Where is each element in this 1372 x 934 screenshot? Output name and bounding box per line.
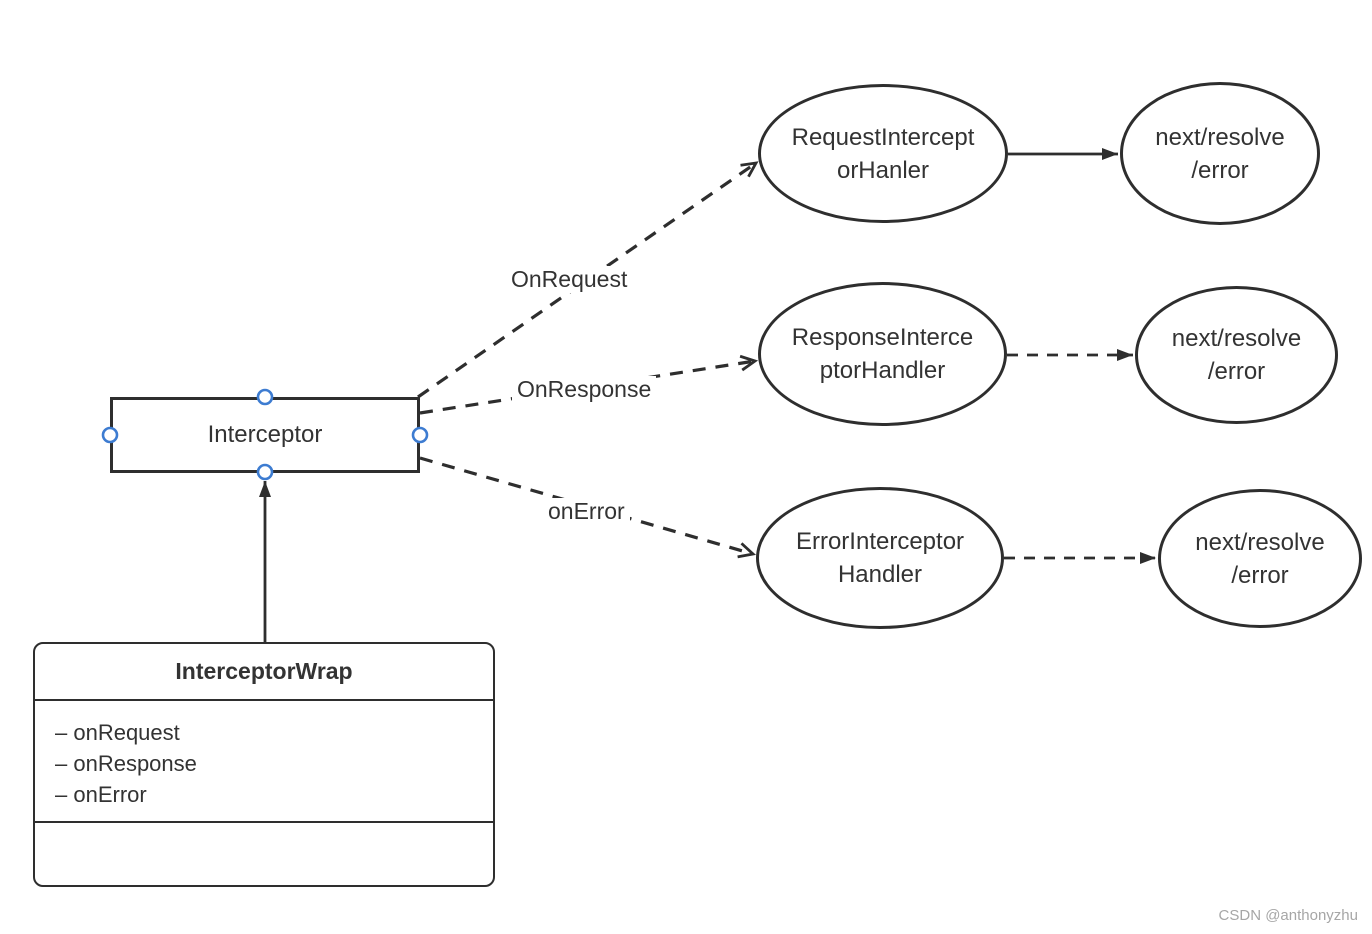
next-resolve-error-node-error: next/resolve /error xyxy=(1158,489,1362,628)
response-interceptor-handler-label: ResponseInterce ptorHandler xyxy=(791,324,974,384)
watermark: CSDN @anthonyzhu xyxy=(1218,907,1358,924)
edge-label-onresponse: OnResponse xyxy=(512,376,657,403)
response-interceptor-handler-node: ResponseInterce ptorHandler xyxy=(758,282,1007,426)
next-resolve-error-node-request: next/resolve /error xyxy=(1120,82,1320,225)
class-member-onerror: – onError xyxy=(55,782,147,807)
class-box-members-section: – onRequest – onResponse – onError xyxy=(35,701,493,823)
error-interceptor-handler-node: ErrorInterceptor Handler xyxy=(756,487,1004,629)
class-box-empty-section xyxy=(35,823,493,885)
next-resolve-error-node-response: next/resolve /error xyxy=(1135,286,1338,424)
interceptor-wrap-class-box: InterceptorWrap – onRequest – onResponse… xyxy=(33,642,495,887)
class-box-title: InterceptorWrap xyxy=(35,644,493,701)
class-member-onresponse: – onResponse xyxy=(55,751,197,776)
interceptor-label: Interceptor xyxy=(207,421,323,448)
next-resolve-error-label: next/resolve /error xyxy=(1195,528,1325,589)
request-interceptor-handler-node: RequestIntercept orHanler xyxy=(758,84,1008,223)
edge-label-onerror: onError xyxy=(543,498,630,525)
edge-label-onrequest: OnRequest xyxy=(506,266,633,293)
next-resolve-error-label: next/resolve /error xyxy=(1171,325,1302,385)
request-interceptor-handler-label: RequestIntercept orHanler xyxy=(791,123,975,184)
error-interceptor-handler-label: ErrorInterceptor Handler xyxy=(795,528,965,588)
class-member-onrequest: – onRequest xyxy=(55,720,180,745)
next-resolve-error-label: next/resolve /error xyxy=(1155,123,1285,184)
interceptor-node: Interceptor xyxy=(110,397,420,473)
